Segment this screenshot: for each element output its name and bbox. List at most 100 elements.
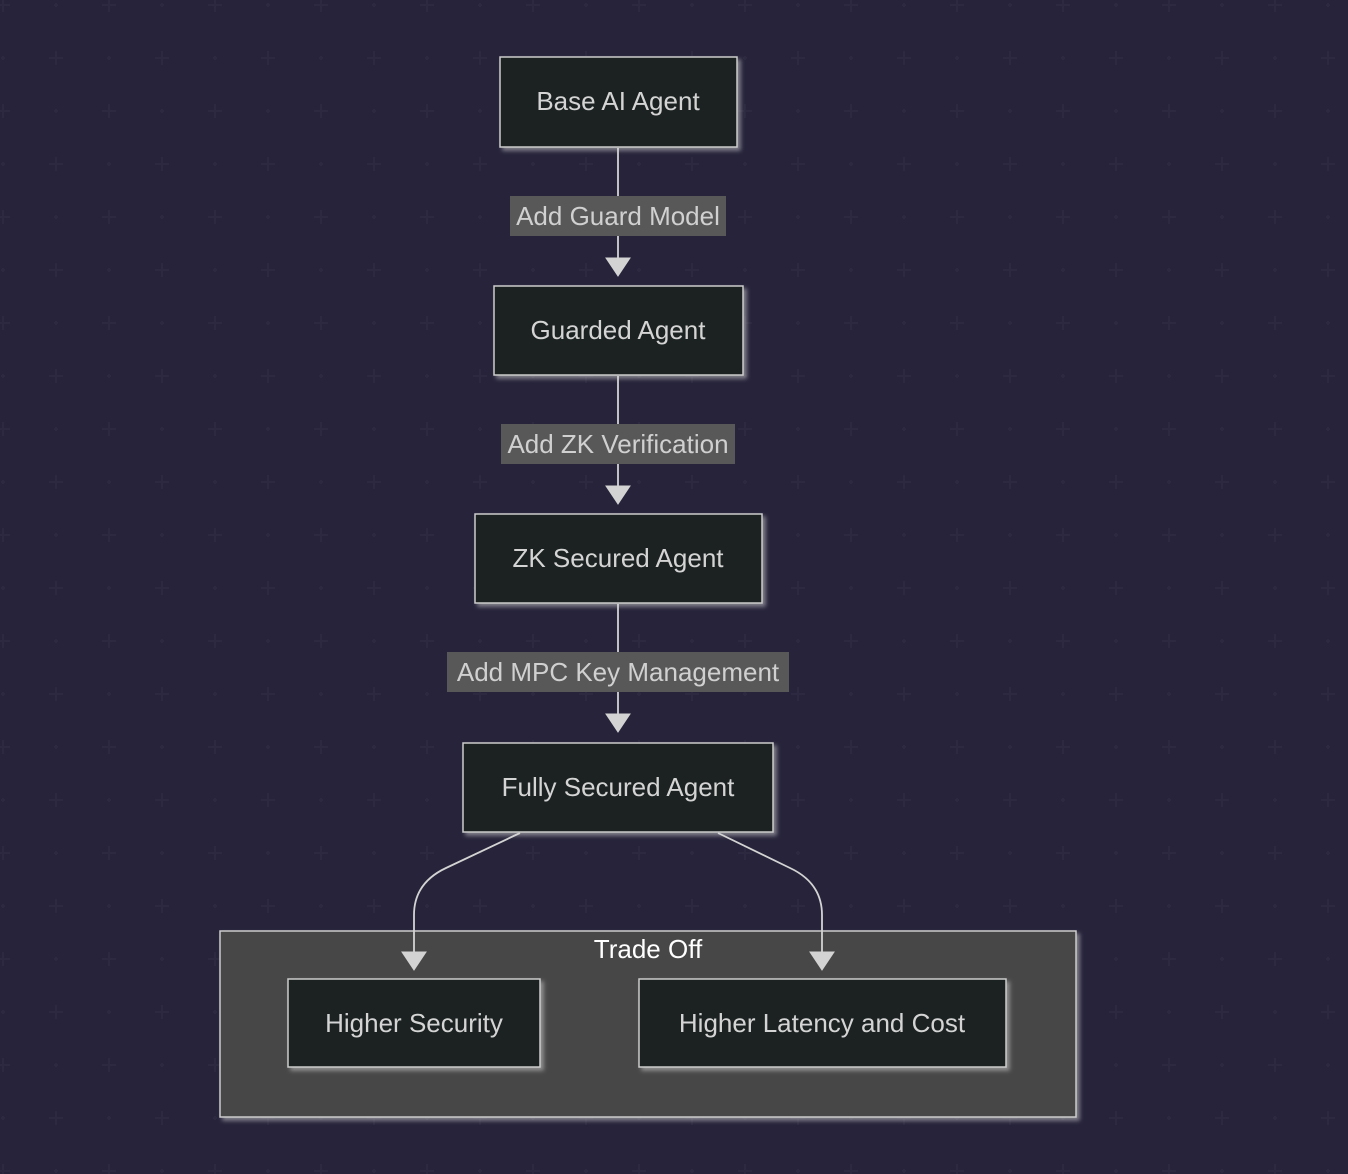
grid-plus-mark bbox=[844, 316, 858, 330]
grid-plus-mark bbox=[49, 687, 63, 701]
grid-plus-mark bbox=[1162, 1058, 1176, 1072]
grid-plus-mark bbox=[0, 528, 10, 542]
grid-plus-mark bbox=[1326, 215, 1330, 219]
grid-plus-mark bbox=[314, 210, 328, 224]
grid-plus-mark bbox=[266, 109, 270, 113]
grid-plus-mark bbox=[1220, 1063, 1224, 1067]
grid-plus-mark bbox=[796, 3, 800, 7]
grid-plus-mark bbox=[155, 51, 169, 65]
arrowhead-icon bbox=[605, 713, 631, 733]
grid-plus-mark bbox=[1061, 480, 1065, 484]
grid-plus-mark bbox=[420, 528, 434, 542]
grid-plus-mark bbox=[102, 846, 116, 860]
grid-plus-mark bbox=[791, 51, 805, 65]
grid-plus-mark bbox=[796, 427, 800, 431]
grid-plus-mark bbox=[367, 369, 381, 383]
grid-plus-mark bbox=[1326, 1063, 1330, 1067]
grid-plus-mark bbox=[1215, 263, 1229, 277]
grid-plus-mark bbox=[208, 528, 222, 542]
grid-plus-mark bbox=[902, 533, 906, 537]
grid-plus-mark bbox=[49, 581, 63, 595]
grid-plus-mark bbox=[1003, 369, 1017, 383]
grid-plus-mark bbox=[1061, 162, 1065, 166]
grid-plus-mark bbox=[213, 798, 217, 802]
grid-plus-mark bbox=[54, 957, 58, 961]
grid-plus-mark bbox=[314, 422, 328, 436]
grid-plus-mark bbox=[54, 639, 58, 643]
grid-plus-mark bbox=[0, 634, 10, 648]
grid-plus-mark bbox=[1, 1010, 5, 1014]
grid-plus-mark bbox=[54, 321, 58, 325]
grid-plus-mark bbox=[107, 56, 111, 60]
grid-plus-mark bbox=[1056, 528, 1070, 542]
node-label: Guarded Agent bbox=[531, 315, 707, 345]
grid-plus-mark bbox=[1215, 157, 1229, 171]
grid-plus-mark bbox=[531, 904, 535, 908]
grid-plus-mark bbox=[1003, 687, 1017, 701]
grid-plus-mark bbox=[261, 687, 275, 701]
grid-plus-mark bbox=[1273, 162, 1277, 166]
grid-plus-mark bbox=[1003, 157, 1017, 171]
grid-plus-mark bbox=[796, 639, 800, 643]
grid-plus-mark bbox=[1114, 215, 1118, 219]
grid-plus-mark bbox=[107, 480, 111, 484]
grid-plus-mark bbox=[49, 475, 63, 489]
grid-plus-mark bbox=[743, 904, 747, 908]
grid-plus-mark bbox=[372, 427, 376, 431]
node-label: Higher Latency and Cost bbox=[679, 1008, 966, 1038]
grid-plus-mark bbox=[738, 104, 752, 118]
grid-plus-mark bbox=[796, 215, 800, 219]
grid-plus-mark bbox=[0, 1164, 10, 1174]
grid-plus-mark bbox=[1056, 634, 1070, 648]
grid-plus-mark bbox=[902, 745, 906, 749]
grid-plus-mark bbox=[1056, 422, 1070, 436]
grid-plus-mark bbox=[1162, 316, 1176, 330]
grid-plus-mark bbox=[1109, 263, 1123, 277]
grid-plus-mark bbox=[1273, 692, 1277, 696]
grid-plus-mark bbox=[955, 798, 959, 802]
grid-plus-mark bbox=[955, 268, 959, 272]
grid-plus-mark bbox=[367, 687, 381, 701]
grid-plus-mark bbox=[49, 899, 63, 913]
edge-full-security bbox=[413, 832, 521, 952]
grid-plus-mark bbox=[1, 904, 5, 908]
grid-plus-mark bbox=[1008, 215, 1012, 219]
grid-plus-mark bbox=[897, 51, 911, 65]
grid-plus-mark bbox=[897, 793, 911, 807]
grid-plus-mark bbox=[1273, 586, 1277, 590]
grid-plus-mark bbox=[1, 56, 5, 60]
grid-plus-mark bbox=[155, 793, 169, 807]
node-label: Higher Security bbox=[325, 1008, 503, 1038]
grid-plus-mark bbox=[208, 422, 222, 436]
grid-plus-mark bbox=[478, 639, 482, 643]
node-label: Fully Secured Agent bbox=[502, 772, 735, 802]
grid-plus-mark bbox=[738, 1164, 752, 1174]
grid-plus-mark bbox=[1056, 1164, 1070, 1174]
grid-plus-mark bbox=[1167, 56, 1171, 60]
grid-plus-mark bbox=[897, 899, 911, 913]
grid-plus-mark bbox=[1215, 1111, 1229, 1125]
grid-plus-mark bbox=[1268, 1164, 1282, 1174]
grid-plus-mark bbox=[0, 1058, 10, 1072]
grid-plus-mark bbox=[1162, 740, 1176, 754]
grid-plus-mark bbox=[49, 157, 63, 171]
grid-plus-mark bbox=[425, 798, 429, 802]
grid-plus-mark bbox=[367, 263, 381, 277]
node-zk-secured-agent: ZK Secured Agent bbox=[474, 513, 763, 604]
grid-plus-mark bbox=[314, 740, 328, 754]
grid-plus-mark bbox=[208, 740, 222, 754]
grid-plus-mark bbox=[213, 692, 217, 696]
grid-plus-mark bbox=[208, 104, 222, 118]
grid-plus-mark bbox=[266, 321, 270, 325]
grid-plus-mark bbox=[425, 904, 429, 908]
grid-plus-mark bbox=[844, 422, 858, 436]
grid-plus-mark bbox=[1114, 639, 1118, 643]
grid-plus-mark bbox=[743, 692, 747, 696]
grid-plus-mark bbox=[685, 899, 699, 913]
grid-plus-mark bbox=[1008, 321, 1012, 325]
grid-plus-mark bbox=[1, 480, 5, 484]
grid-plus-mark bbox=[213, 1010, 217, 1014]
grid-plus-mark bbox=[1273, 1116, 1277, 1120]
grid-plus-mark bbox=[1114, 957, 1118, 961]
grid-plus-mark bbox=[1056, 104, 1070, 118]
